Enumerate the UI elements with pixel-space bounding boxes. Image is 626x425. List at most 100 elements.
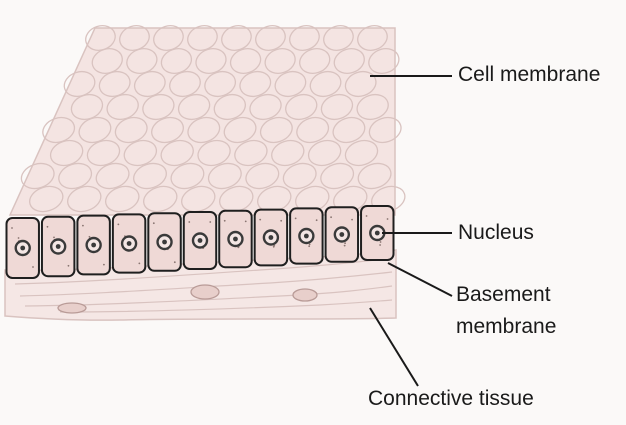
surface-cell-outline	[239, 70, 272, 98]
nucleolus	[233, 236, 238, 242]
surface-cell-outline	[181, 185, 216, 213]
surface-cell-outline	[285, 93, 318, 121]
cytoplasm-speck	[379, 241, 382, 243]
surface-cell-outline	[105, 185, 140, 213]
cytoplasm-speck	[315, 219, 318, 222]
nucleolus	[197, 238, 203, 243]
cytoplasm-speck	[272, 245, 275, 248]
surface-cell-outline	[299, 47, 331, 75]
surface-cell-outline	[259, 116, 293, 144]
cytoplasm-speck	[237, 246, 240, 249]
label-nucleus: Nucleus	[458, 221, 534, 244]
surface-cell-outline	[123, 139, 158, 167]
nucleolus	[268, 235, 274, 240]
nucleolus	[374, 230, 380, 236]
cytoplasm-speck	[53, 236, 55, 239]
surface-cell-outline	[229, 47, 262, 75]
surface-cell-outline	[271, 139, 305, 167]
surface-cell-outline	[357, 162, 392, 190]
cytoplasm-speck	[138, 262, 141, 265]
cytoplasm-speck	[351, 218, 353, 221]
surface-cell-outline	[274, 70, 307, 98]
surface-cell-outline	[95, 162, 130, 190]
surface-cell-outline	[307, 139, 342, 167]
surface-cell-outline	[58, 162, 93, 190]
cell-row	[5, 205, 395, 279]
nucleolus	[339, 232, 345, 237]
cytoplasm-speck	[259, 218, 262, 221]
surface-cell-outline	[264, 47, 296, 75]
surface-cell-outline	[67, 185, 102, 213]
surface-cell-outline	[309, 70, 342, 98]
cytoplasm-speck	[11, 227, 13, 229]
cytoplasm-speck	[67, 264, 70, 267]
fibroblast-nucleus	[190, 284, 220, 300]
surface-cell-outline	[221, 25, 252, 51]
cytoplasm-speck	[223, 219, 226, 222]
cytoplasm-speck	[188, 221, 191, 223]
surface-cell-outline	[245, 162, 280, 190]
cytoplasm-speck	[82, 224, 84, 227]
cytoplasm-speck	[152, 222, 155, 225]
fibroblast-nucleus	[292, 288, 318, 302]
surface-cell-outline	[333, 47, 365, 75]
cytoplasm-speck	[343, 244, 346, 247]
surface-cell-outline	[86, 139, 121, 167]
cytoplasm-speck	[365, 215, 368, 217]
surface-cell-outline	[177, 93, 211, 121]
cytoplasm-speck	[386, 218, 389, 220]
nucleolus	[20, 245, 26, 251]
cytoplasm-speck	[294, 217, 297, 220]
cytoplasm-speck	[17, 237, 20, 239]
surface-cell-outline	[160, 139, 194, 167]
cytoplasm-speck	[344, 242, 346, 245]
cytoplasm-speck	[379, 244, 381, 246]
label-cell-membrane: Cell membrane	[458, 63, 601, 86]
label-basement: Basement	[456, 283, 551, 306]
cytoplasm-speck	[117, 223, 120, 226]
surface-cell-outline	[320, 93, 354, 121]
cytoplasm-speck	[308, 245, 311, 248]
surface-cell-outline	[151, 116, 184, 144]
cytoplasm-speck	[103, 263, 105, 266]
cytoplasm-speck	[244, 220, 247, 223]
surface-cell-outline	[234, 139, 268, 167]
cytoplasm-speck	[88, 235, 91, 238]
surface-cell-outline	[255, 25, 286, 51]
fibroblast-nucleus	[57, 302, 87, 314]
connective-fiber	[59, 299, 393, 313]
cytoplasm-speck	[330, 216, 332, 219]
surface-cell-outline	[368, 47, 400, 75]
surface-cell-outline	[320, 162, 355, 190]
cytoplasm-speck	[280, 219, 283, 222]
connective-fiber	[24, 285, 393, 307]
nucleolus	[126, 241, 132, 246]
leader-basement-membrane	[387, 262, 453, 297]
surface-cell-outline	[195, 47, 227, 75]
surface-cell-outline	[143, 185, 178, 213]
surface-cell-outline	[344, 70, 377, 98]
surface-cell-outline	[187, 116, 221, 144]
cytoplasm-speck	[209, 221, 212, 223]
leader-connective-tissue	[369, 307, 419, 387]
surface-cell-outline	[133, 162, 167, 190]
surface-cell-outline	[249, 93, 282, 121]
cytoplasm-speck	[46, 225, 49, 228]
cytoplasm-speck	[173, 261, 176, 264]
cell-surface-layer	[8, 25, 406, 216]
surface-cell-outline	[114, 116, 148, 144]
surface-cell-outline	[332, 116, 366, 144]
surface-cell-outline	[169, 70, 201, 98]
surface-cell-outline	[207, 162, 242, 190]
label-membrane: membrane	[456, 315, 557, 338]
surface-cell-outline	[344, 139, 379, 167]
surface-cell-outline	[368, 116, 402, 144]
surface-cell-outline	[142, 93, 175, 121]
nucleolus	[162, 239, 167, 245]
surface-cell-outline	[356, 93, 389, 121]
surface-cell-outline	[197, 139, 231, 167]
surface-cell-outline	[289, 25, 320, 51]
surface-cell-outline	[323, 25, 354, 51]
